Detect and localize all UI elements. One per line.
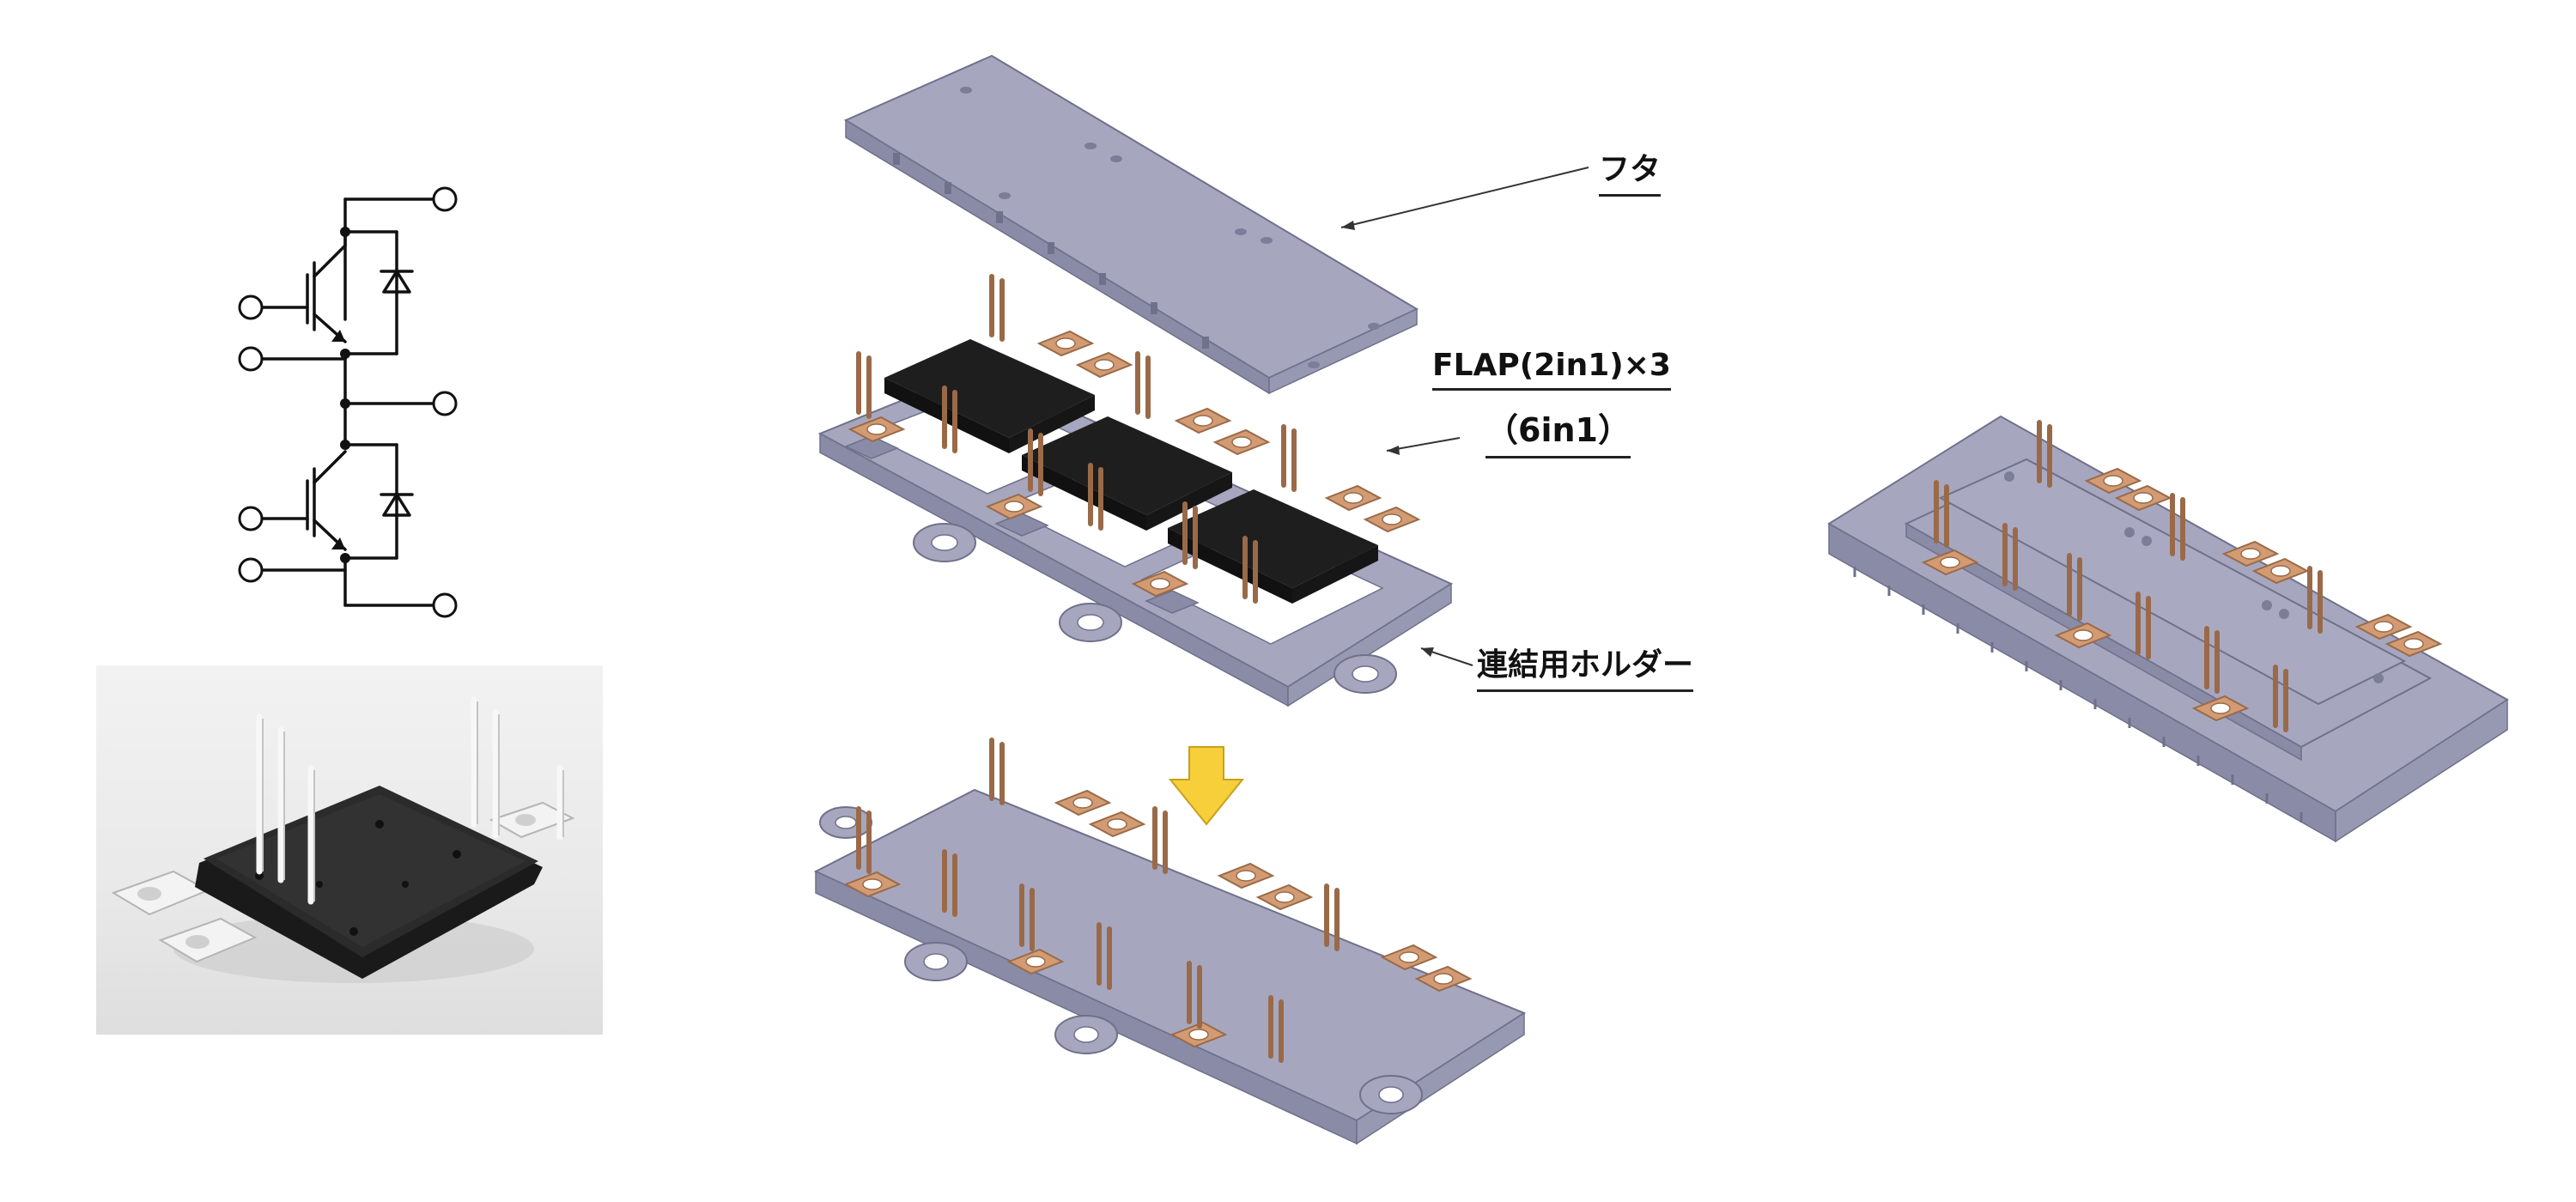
down-arrow	[1168, 746, 1245, 826]
heatsink-assembly	[1827, 415, 2509, 843]
module-photo	[96, 665, 603, 1035]
label-lid: フタ	[1599, 144, 1662, 197]
holder-frame	[817, 367, 1454, 707]
label-flap-line1: FLAP(2in1)×3	[1432, 348, 1671, 391]
module-1	[849, 276, 1132, 453]
lid-plate	[843, 54, 1419, 395]
assembled-6in1	[813, 740, 1527, 1145]
module-2	[987, 354, 1269, 531]
module-3	[1133, 427, 1419, 604]
label-flap-line2: （6in1）	[1485, 404, 1631, 458]
label-holder: 連結用ホルダー	[1477, 640, 1694, 692]
